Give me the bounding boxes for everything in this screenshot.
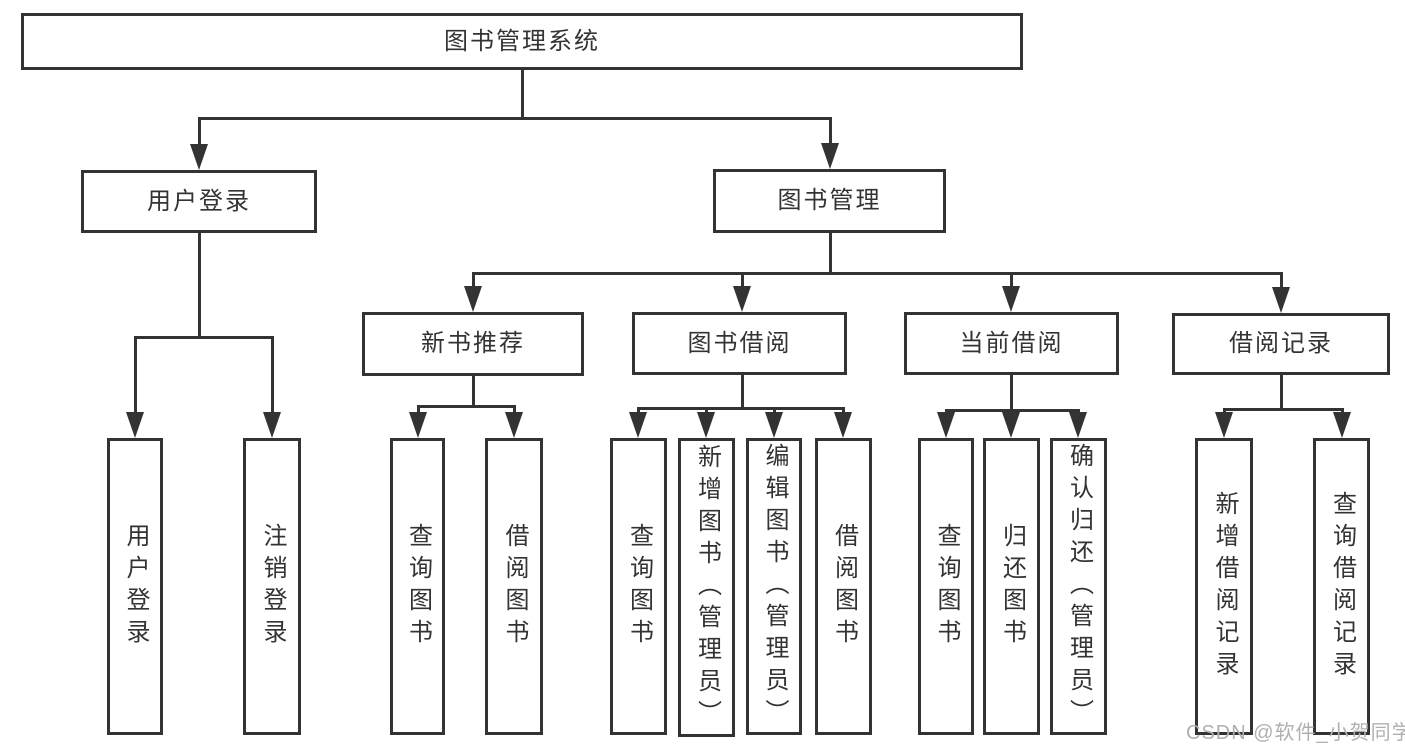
leaf-add-book-admin: 新增图书（管理员） <box>678 438 735 737</box>
edge-arrow-shaft <box>773 408 776 414</box>
leaf-confirm-return-admin: 确认归还（管理员） <box>1050 438 1107 735</box>
edge-horizontal-line <box>134 336 274 339</box>
arrowhead-down-icon <box>1069 412 1087 438</box>
edge-arrow-shaft <box>705 408 708 414</box>
leaf-logout: 注销登录 <box>243 438 301 735</box>
leaf-query-books-2: 查询图书 <box>610 438 667 735</box>
edge-arrow-shaft <box>472 273 475 288</box>
arrowhead-down-icon <box>409 412 427 438</box>
node-library-system: 图书管理系统 <box>21 13 1023 70</box>
arrowhead-down-icon <box>263 412 281 438</box>
arrowhead-down-icon <box>629 412 647 438</box>
watermark-text: CSDN @软件_小贺同学 <box>1186 722 1405 744</box>
node-book-borrow: 图书借阅 <box>632 312 847 375</box>
leaf-user-login: 用户登录 <box>107 438 163 735</box>
arrowhead-down-icon <box>834 412 852 438</box>
edge-vertical-line <box>1280 375 1283 409</box>
leaf-query-borrow-record: 查询借阅记录 <box>1313 438 1370 735</box>
arrowhead-down-icon <box>126 412 144 438</box>
edge-arrow-shaft <box>271 337 274 414</box>
arrowhead-down-icon <box>1002 286 1020 312</box>
edge-arrow-shaft <box>842 408 845 414</box>
edge-vertical-line <box>472 376 475 406</box>
arrowhead-down-icon <box>505 412 523 438</box>
arrowhead-down-icon <box>1272 287 1290 313</box>
edge-horizontal-line <box>417 405 516 408</box>
edge-vertical-line <box>1010 375 1013 410</box>
node-current-borrow: 当前借阅 <box>904 312 1119 375</box>
edge-arrow-shaft <box>513 406 516 414</box>
arrowhead-down-icon <box>1333 412 1351 438</box>
arrowhead-down-icon <box>1215 412 1233 438</box>
arrowhead-down-icon <box>937 412 955 438</box>
edge-horizontal-line <box>637 407 845 410</box>
node-book-management: 图书管理 <box>713 169 946 233</box>
edge-arrow-shaft <box>829 118 832 145</box>
arrowhead-down-icon <box>1002 412 1020 438</box>
edge-arrow-shaft <box>1341 409 1344 414</box>
edge-arrow-shaft <box>1010 273 1013 288</box>
node-user-login: 用户登录 <box>81 170 317 233</box>
arrowhead-down-icon <box>765 412 783 438</box>
node-borrow-record: 借阅记录 <box>1172 313 1390 375</box>
edge-arrow-shaft <box>741 273 744 288</box>
edge-vertical-line <box>198 233 201 337</box>
edge-horizontal-line <box>198 117 832 120</box>
edge-vertical-line <box>741 375 744 408</box>
leaf-query-books-3: 查询图书 <box>918 438 974 735</box>
edge-arrow-shaft <box>637 408 640 414</box>
edge-arrow-shaft <box>198 118 201 146</box>
leaf-borrow-books-2: 借阅图书 <box>815 438 872 735</box>
leaf-edit-book-admin: 编辑图书（管理员） <box>746 438 802 735</box>
leaf-return-book: 归还图书 <box>983 438 1040 735</box>
node-new-book-recommend: 新书推荐 <box>362 312 584 376</box>
edge-arrow-shaft <box>417 406 420 414</box>
edge-horizontal-line <box>472 272 1283 275</box>
arrowhead-down-icon <box>821 143 839 169</box>
edge-arrow-shaft <box>1280 273 1283 289</box>
edge-vertical-line <box>829 233 832 273</box>
leaf-borrow-books-1: 借阅图书 <box>485 438 543 735</box>
leaf-add-borrow-record: 新增借阅记录 <box>1195 438 1253 735</box>
arrowhead-down-icon <box>697 412 715 438</box>
arrowhead-down-icon <box>190 144 208 170</box>
edge-arrow-shaft <box>134 337 137 414</box>
edge-horizontal-line <box>1223 408 1344 411</box>
edge-vertical-line <box>521 70 524 118</box>
arrowhead-down-icon <box>733 286 751 312</box>
arrowhead-down-icon <box>464 286 482 312</box>
leaf-query-books-1: 查询图书 <box>390 438 445 735</box>
edge-arrow-shaft <box>1223 409 1226 414</box>
